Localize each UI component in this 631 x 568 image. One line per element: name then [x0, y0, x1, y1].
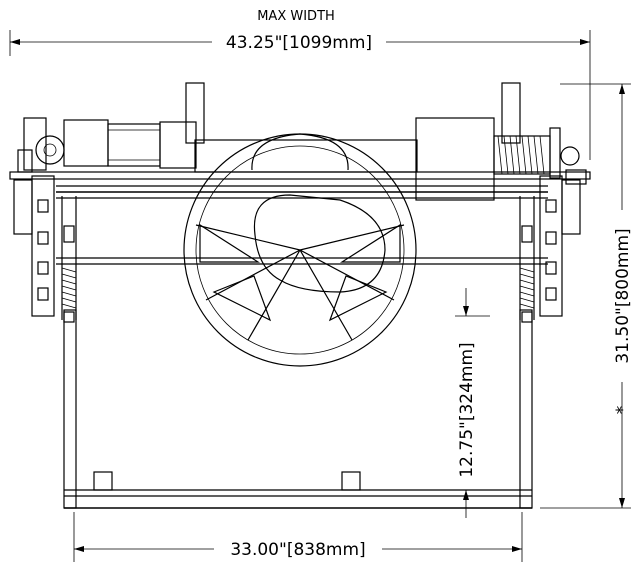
left-sprocket-hub [43, 143, 57, 157]
right-clamp [565, 169, 587, 185]
height-dimension: 31.50"[800mm] * [540, 83, 631, 509]
right-block-4 [545, 287, 557, 301]
caster-pad-right [341, 471, 361, 491]
base-width-value: 33.00"[838mm] [230, 540, 365, 560]
base-frame [63, 309, 533, 509]
left-bracket [23, 117, 47, 171]
left-side-frame [31, 175, 55, 317]
caster-pad-left [93, 471, 113, 491]
frame-left-leg [63, 309, 77, 509]
wheel-top-arc [251, 133, 349, 171]
frame-right-leg [519, 309, 533, 509]
right-outer-panel [561, 179, 581, 235]
wheel-hub-housing [253, 194, 386, 293]
wheel-window-lower-left [212, 275, 272, 322]
wheel-assembly [183, 133, 417, 367]
left-sprocket [35, 135, 65, 165]
motor-flange [159, 121, 197, 169]
top-plate [9, 171, 591, 180]
left-outer-panel [13, 179, 33, 235]
left-block-1 [37, 199, 49, 213]
left-post [185, 82, 205, 144]
right-block-3 [545, 261, 557, 275]
left-block-3 [37, 261, 49, 275]
height-value: 31.50"[800mm] [613, 228, 631, 363]
left-spring-coils [61, 267, 77, 309]
left-block-2 [37, 231, 49, 245]
max-width-title: MAX WIDTH [257, 9, 335, 24]
left-nut [63, 311, 75, 323]
right-side-frame [539, 175, 563, 317]
wheel-window-left [199, 223, 261, 263]
motor-assembly [17, 117, 418, 173]
max-width-value: 43.25"[1099mm] [226, 33, 372, 53]
left-roller [63, 225, 75, 243]
right-spring-coils [519, 267, 535, 309]
max-width-dimension: MAX WIDTH 43.25"[1099mm] [9, 9, 591, 160]
motor-end-cap [63, 119, 109, 167]
inner-height-dimension: 12.75"[324mm] [455, 288, 490, 518]
right-post [501, 82, 521, 144]
inner-height-value: 12.75"[324mm] [457, 342, 477, 477]
gearbox-housing [415, 117, 495, 201]
right-roller [521, 225, 533, 243]
left-block-4 [37, 287, 49, 301]
base-width-dimension: 33.00"[838mm] [73, 512, 523, 562]
winch-knob [560, 146, 580, 166]
gearbox-assembly [415, 117, 587, 201]
wheel-inner-rim [195, 145, 405, 355]
winch-coils [497, 135, 545, 175]
drive-shaft-housing [194, 139, 418, 173]
right-block-2 [545, 231, 557, 245]
right-nut [521, 311, 533, 323]
right-spring-column [519, 196, 557, 323]
left-spring-column [37, 196, 77, 323]
right-block-1 [545, 199, 557, 213]
winch-flange [549, 127, 561, 179]
side-panels [13, 175, 581, 317]
height-mark: * [613, 406, 631, 415]
wheel-spokes [195, 224, 405, 341]
wheel-window-lower-right [328, 275, 388, 322]
wheel-window-right [339, 223, 401, 263]
left-clamp [17, 149, 33, 173]
